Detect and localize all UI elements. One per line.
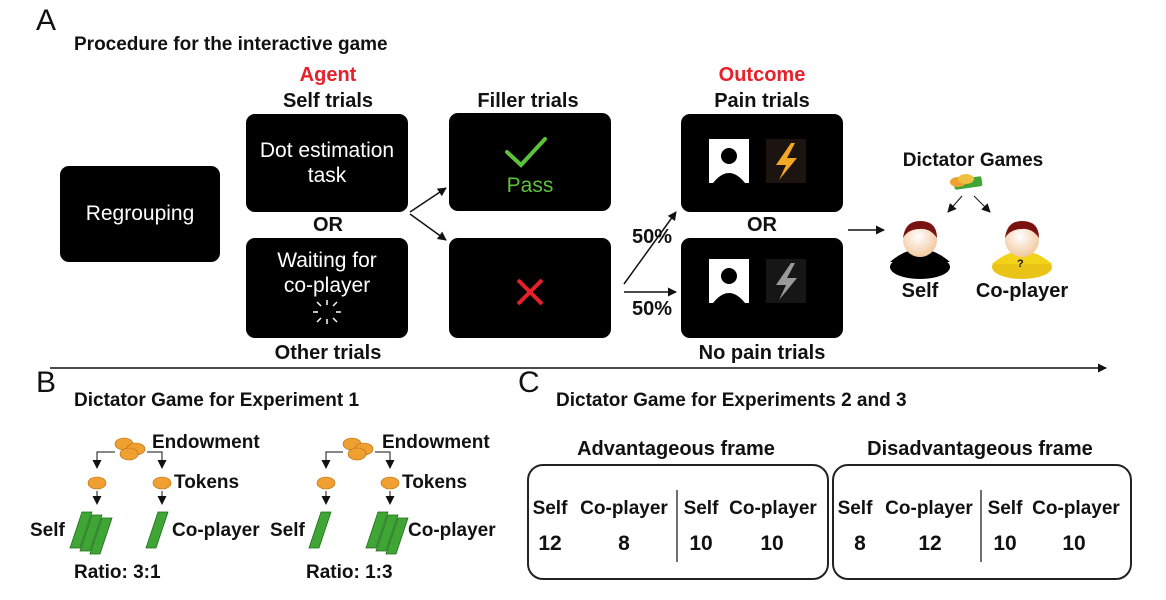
money-icon [950,174,983,190]
ratio-label: Ratio: 1:3 [306,562,393,583]
panel-b-title: Dictator Game for Experiment 1 [74,390,360,411]
pass-text: Pass [506,174,554,197]
frame-header: Self [987,498,1023,519]
branch-arrow-up [409,187,447,213]
no-pain-trials-label: No pain trials [698,342,826,364]
tokens-label: Tokens [402,472,468,493]
frame-title: Advantageous frame [577,438,775,460]
endowment-token-icon [114,437,146,461]
other-trials-label: Other trials [274,342,382,364]
endowment-token-icon [342,437,374,461]
self-trials-label: Self trials [282,90,374,112]
endowment-label: Endowment [382,432,490,453]
token-icon [380,476,400,490]
token-icon [316,476,336,490]
panel-letter-c: C [518,366,540,399]
frame-header: Co-player [580,498,668,519]
filler-pass-box: Pass [449,113,611,211]
co-player-label: Co-player [172,520,260,541]
probability-label-no-pain: 50% [632,298,673,320]
frame-value: 8 [618,532,630,555]
filler-trials-label: Filler trials [477,90,579,112]
dictator-games-label: Dictator Games [902,150,1044,171]
filler-fail-box [449,238,611,338]
dot-estimation-box: Dot estimation task [246,114,408,212]
frame-header: Self [532,498,568,519]
waiting-text: Waiting for co-player [277,249,377,298]
ratio-label: Ratio: 3:1 [74,562,161,583]
bill-icon [145,511,169,549]
frame-value: 8 [854,532,866,555]
dot-estimation-text: Dot estimation task [259,138,395,187]
frame-title: Disadvantageous frame [867,438,1093,460]
waiting-box: Waiting for co-player [246,238,408,338]
dictator-self-label: Self [901,280,939,302]
panel-letter-a: A [36,4,57,37]
frame-value: 10 [993,532,1017,555]
avatar-icon [992,221,1052,279]
bill-icon [308,511,332,549]
agent-label: Agent [299,64,357,86]
self-label: Self [270,520,305,541]
frame-value: 10 [1062,532,1086,555]
dictator-co-player-label: Co-player [975,280,1069,302]
bill-icon [69,511,113,555]
frame-value: 10 [689,532,713,555]
frame-header: Self [683,498,719,519]
frame-value: 10 [760,532,784,555]
probability-arrow-up [623,211,677,285]
frame-header: Self [837,498,873,519]
no-pain-outcome-box [681,238,843,338]
frame-header: Co-player [885,498,973,519]
frame-header: Co-player [1032,498,1120,519]
panel-a-title: Procedure for the interactive game [74,34,388,55]
frame-header: Co-player [729,498,817,519]
regrouping-box: Regrouping [60,166,220,262]
frame-value: 12 [538,532,562,555]
regrouping-text: Regrouping [85,202,195,226]
co-player-label: Co-player [408,520,496,541]
self-label: Self [30,520,65,541]
pain-outcome-box [681,114,843,212]
token-icon [152,476,172,490]
disadvantageous-frame-box [832,464,1132,580]
panel-letter-b: B [36,366,57,399]
tokens-label: Tokens [174,472,240,493]
or-label-agent: OR [313,214,343,236]
avatar-icon [890,221,950,279]
outcome-label: Outcome [718,64,806,86]
probability-label-pain: 50% [632,226,673,248]
endowment-label: Endowment [152,432,260,453]
frame-value: 12 [918,532,942,555]
branch-arrow-down [409,213,447,241]
pain-trials-label: Pain trials [714,90,810,112]
token-icon [87,476,107,490]
bill-icon [365,511,409,555]
or-label-outcome: OR [747,214,777,236]
panel-c-title: Dictator Game for Experiments 2 and 3 [556,390,907,411]
advantageous-frame-box [527,464,829,580]
question-mark-text: ? [1017,258,1024,270]
